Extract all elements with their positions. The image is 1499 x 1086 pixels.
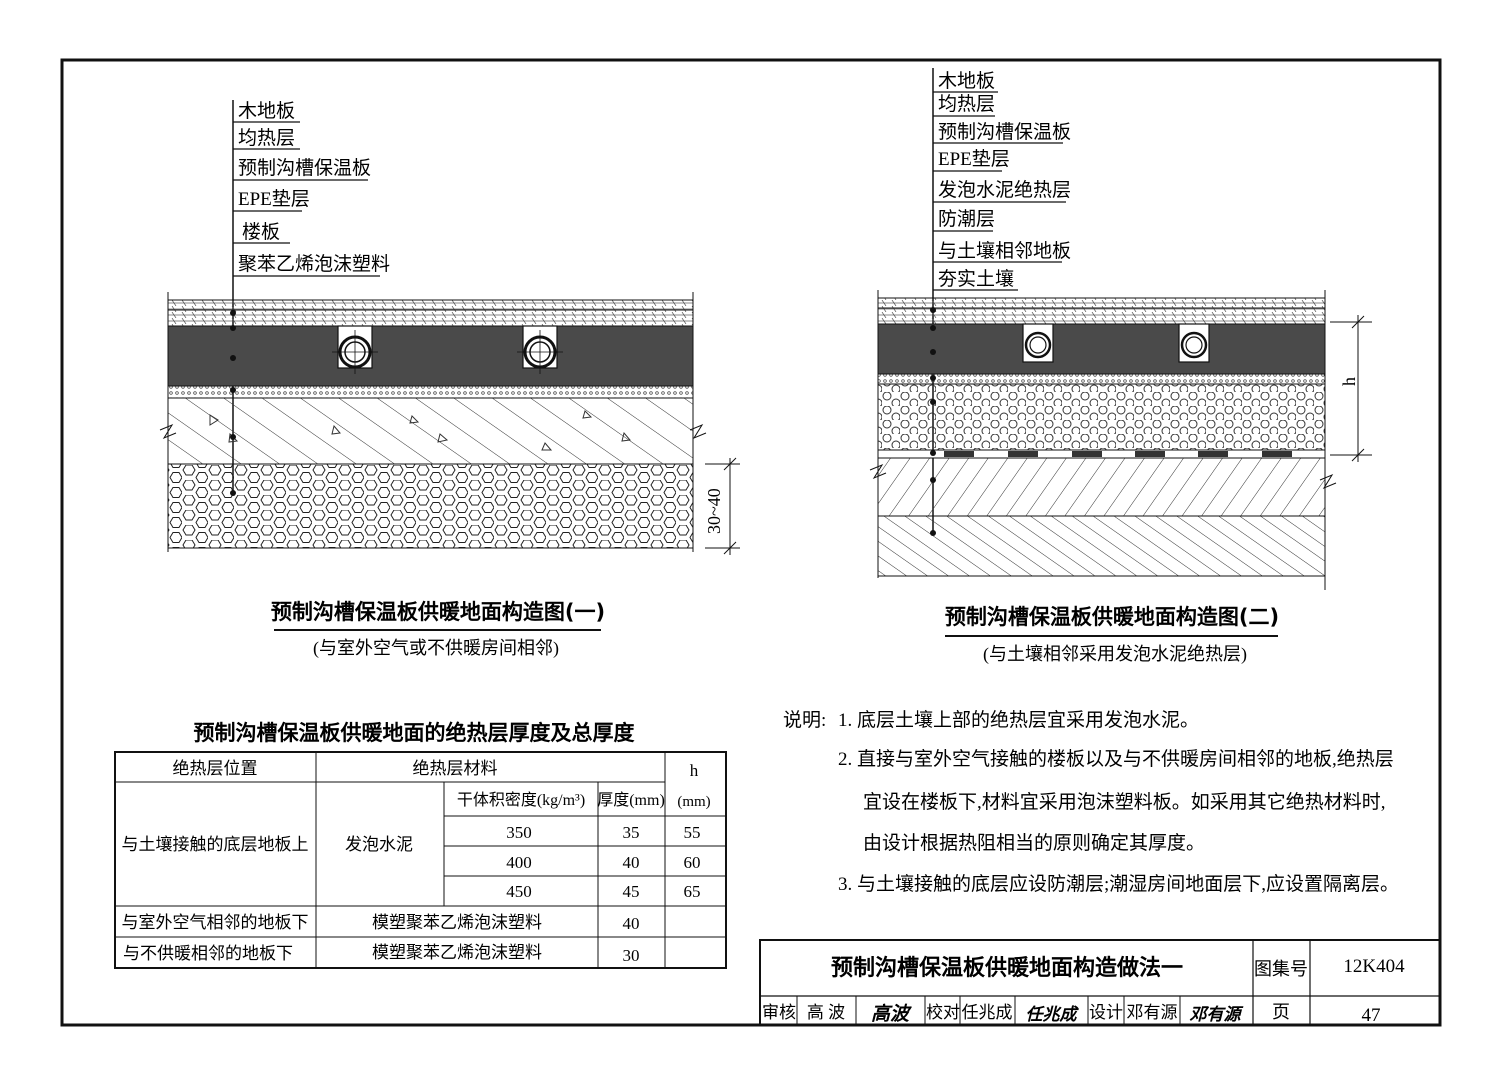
- fig1-title: 预制沟槽保温板供暖地面构造图(一): [271, 600, 605, 624]
- tb-review-signature: 高波: [871, 1003, 912, 1025]
- fig1-label-2: 预制沟槽保温板: [238, 157, 371, 179]
- th-density: 干体积密度(kg/m³): [457, 791, 585, 809]
- fig2-dimension: [1330, 315, 1372, 462]
- fig1-label-5: 聚苯乙烯泡沫塑料: [238, 253, 390, 275]
- fig1-subtitle: (与室外空气或不供暖房间相邻): [313, 638, 559, 659]
- td-thickness-2: 45: [623, 882, 640, 901]
- td-thickness-0: 35: [623, 823, 640, 842]
- tb-check-name: 任兆成: [962, 1003, 1013, 1022]
- tb-page-no: 47: [1362, 1005, 1381, 1026]
- fig2-label-0: 木地板: [938, 70, 995, 92]
- fig2-label-2: 预制沟槽保温板: [938, 121, 1071, 143]
- fig2-foam-cement: [877, 383, 1326, 451]
- fig1-label-0: 木地板: [238, 100, 295, 122]
- fig2-heat-layer: [877, 307, 1326, 325]
- tb-design-signature: 邓有源: [1190, 1005, 1244, 1025]
- fig2-label-5: 防潮层: [938, 208, 995, 230]
- tb-design-label: 设计: [1089, 1003, 1123, 1022]
- tb-page-label: 页: [1272, 1002, 1290, 1022]
- td-outdoor-position: 与室外空气相邻的地板下: [122, 913, 309, 932]
- td-outdoor-thickness: 40: [623, 914, 640, 933]
- td-density-0: 350: [506, 823, 532, 842]
- th-material: 绝热层材料: [413, 759, 498, 778]
- fig1-label-4: 楼板: [242, 221, 280, 243]
- fig2-epe-layer: [877, 373, 1326, 385]
- fig1-labels: 木地板 均热层 预制沟槽保温板 EPE垫层 楼板 聚苯乙烯泡沫塑料: [233, 100, 390, 277]
- fig2-ground-slab: [877, 457, 1326, 517]
- th-h: h: [690, 761, 699, 780]
- fig1-dim-label: 30~40: [704, 488, 724, 534]
- figure-2: 木地板 均热层 预制沟槽保温板 EPE垫层 发泡水泥绝热层 防潮层 与土壤相邻地…: [869, 68, 1372, 665]
- fig1-label-1: 均热层: [238, 127, 295, 149]
- td-unheated-thickness: 30: [623, 946, 640, 965]
- td-h-2: 65: [684, 882, 701, 901]
- td-soil-material: 发泡水泥: [345, 835, 413, 854]
- figure-1: 木地板 均热层 预制沟槽保温板 EPE垫层 楼板 聚苯乙烯泡沫塑料: [159, 100, 740, 659]
- note-2b: 宜设在楼板下,材料宜采用泡沫塑料板。如采用其它绝热材料时,: [863, 791, 1386, 813]
- note-2c: 由设计根据热阻相当的原则确定其厚度。: [863, 832, 1205, 854]
- fig1-slab: [167, 397, 694, 465]
- tb-atlas-no: 12K404: [1343, 956, 1405, 977]
- fig2-subtitle: (与土壤相邻采用发泡水泥绝热层): [983, 644, 1247, 665]
- tb-check-signature: 任兆成: [1026, 1005, 1080, 1025]
- td-h-0: 55: [684, 823, 701, 842]
- fig1-dimension: [705, 457, 740, 555]
- td-unheated-position: 与不供暖相邻的地板下: [123, 944, 293, 963]
- fig2-label-7: 夯实土壤: [938, 268, 1014, 290]
- fig2-label-3: EPE垫层: [938, 148, 1010, 170]
- title-block: 预制沟槽保温板供暖地面构造做法一 图集号 12K404 页 47 审核 高 波 …: [759, 939, 1441, 1026]
- th-h-unit: (mm): [677, 794, 710, 810]
- fig2-wood-floor: [877, 297, 1326, 309]
- table-title: 预制沟槽保温板供暖地面的绝热层厚度及总厚度: [194, 721, 635, 745]
- th-position: 绝热层位置: [173, 759, 258, 778]
- fig1-polystyrene: [167, 463, 694, 549]
- fig2-labels: 木地板 均热层 预制沟槽保温板 EPE垫层 发泡水泥绝热层 防潮层 与土壤相邻地…: [933, 70, 1071, 291]
- note-2: 2. 直接与室外空气接触的楼板以及与不供暖房间相邻的地板,绝热层: [838, 748, 1394, 770]
- td-density-2: 450: [506, 882, 532, 901]
- fig2-dim-label: h: [1339, 377, 1359, 386]
- fig1-pipe-2: [517, 325, 563, 374]
- tb-review-name: 高 波: [807, 1003, 845, 1022]
- td-outdoor-material: 模塑聚苯乙烯泡沫塑料: [372, 913, 542, 932]
- td-soil-position: 与土壤接触的底层地板上: [122, 834, 309, 854]
- td-density-1: 400: [506, 853, 532, 872]
- tb-title: 预制沟槽保温板供暖地面构造做法一: [831, 955, 1183, 981]
- td-unheated-material: 模塑聚苯乙烯泡沫塑料: [372, 943, 542, 962]
- tb-review-label: 审核: [762, 1003, 796, 1022]
- fig2-label-6: 与土壤相邻地板: [938, 240, 1071, 262]
- fig1-grooved-board: [167, 325, 694, 387]
- fig1-label-3: EPE垫层: [238, 188, 310, 210]
- th-thickness: 厚度(mm): [597, 791, 665, 809]
- notes: 说明: 1. 底层土壤上部的绝热层宜采用发泡水泥。 2. 直接与室外空气接触的楼…: [783, 709, 1399, 895]
- tb-atlas-label: 图集号: [1254, 959, 1308, 979]
- notes-label: 说明:: [783, 709, 826, 731]
- td-h-1: 60: [684, 853, 701, 872]
- note-3: 3. 与土壤接触的底层应设防潮层;潮湿房间地面层下,应设置隔离层。: [838, 873, 1399, 895]
- fig2-pipe-2: [1178, 323, 1210, 363]
- td-thickness-1: 40: [623, 853, 640, 872]
- fig1-heat-layer: [167, 309, 694, 327]
- fig1-pipe-1: [332, 325, 378, 374]
- thickness-table: 预制沟槽保温板供暖地面的绝热层厚度及总厚度 绝热层位置 绝热层材料 h (mm)…: [114, 721, 727, 969]
- note-1: 1. 底层土壤上部的绝热层宜采用发泡水泥。: [838, 709, 1199, 731]
- fig2-label-4: 发泡水泥绝热层: [938, 179, 1071, 201]
- tb-design-name: 邓有源: [1127, 1003, 1178, 1022]
- fig1-epe-layer: [167, 385, 694, 399]
- tb-check-label: 校对: [926, 1003, 960, 1022]
- fig2-grooved-board: [877, 323, 1326, 375]
- fig2-pipe-1: [1022, 323, 1054, 363]
- fig2-compacted-soil: [877, 515, 1326, 577]
- sheet-frame: [60, 58, 1442, 1027]
- fig2-title: 预制沟槽保温板供暖地面构造图(二): [945, 605, 1279, 629]
- fig2-label-1: 均热层: [938, 93, 995, 115]
- fig1-wood-floor: [167, 299, 694, 311]
